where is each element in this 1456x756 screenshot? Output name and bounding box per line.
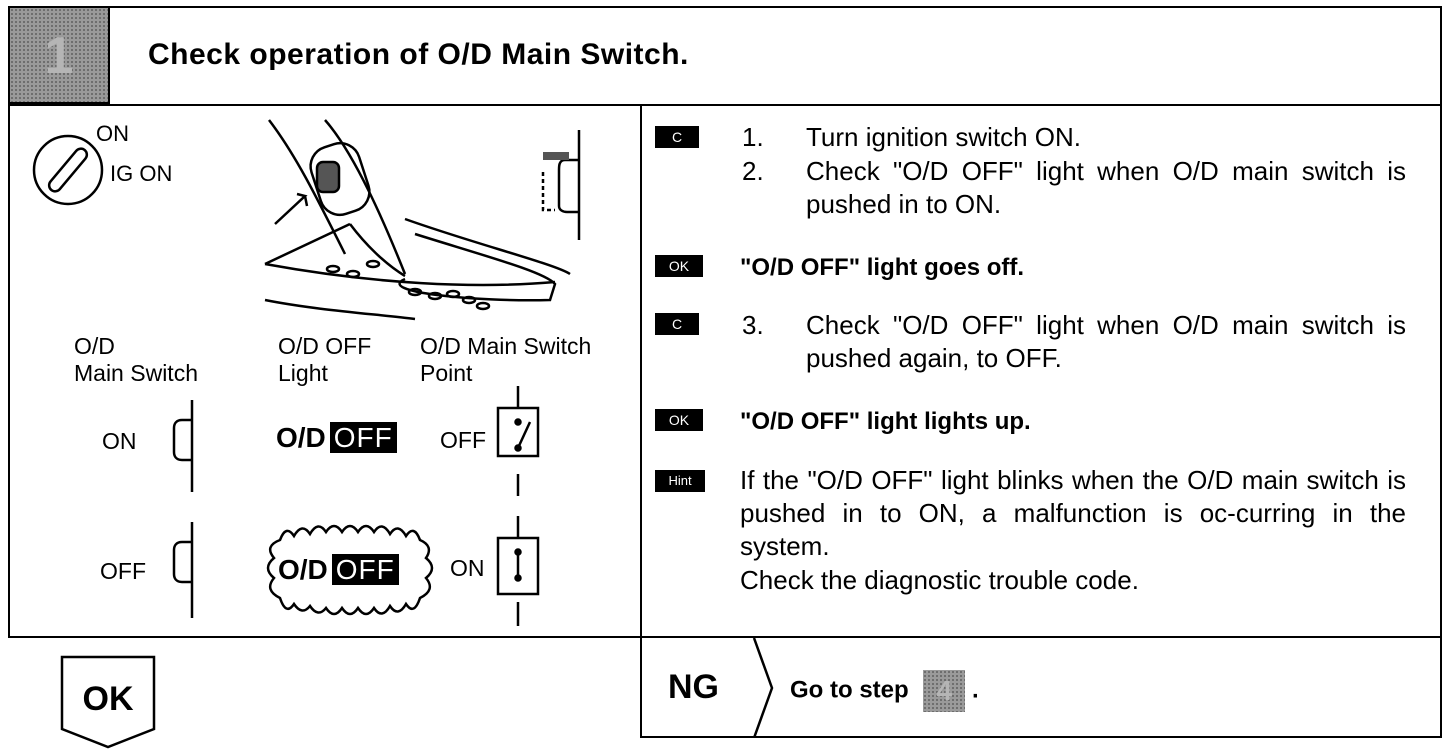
step-text-3: Check "O/D OFF" light when O/D main swit… <box>806 310 1406 373</box>
blink-burst-icon <box>266 524 434 616</box>
ng-chevron <box>752 638 774 738</box>
ok-label: OK <box>82 680 134 718</box>
step-number: 1 <box>44 27 74 85</box>
main-switch-off-icon <box>172 522 194 618</box>
tag-check-1: C <box>655 126 699 148</box>
goto-end: . <box>972 676 979 704</box>
ignition-ig-on-label: IG ON <box>110 161 173 186</box>
switch-point-closed-icon <box>496 516 540 626</box>
main-switch-on-icon <box>172 400 194 492</box>
tag-hint: Hint <box>655 470 705 492</box>
hint-text: If the "O/D OFF" light blinks when the O… <box>740 465 1406 561</box>
switch-point-open-icon <box>496 386 540 496</box>
step-num-3: 3. <box>742 310 764 340</box>
ok-arrow-box <box>60 655 156 749</box>
row-on-state-label: ON <box>102 428 137 454</box>
shift-lever-illustration <box>264 119 571 321</box>
row-off-point-label: ON <box>450 555 485 581</box>
header-box <box>8 6 1442 106</box>
ignition-key-icon <box>32 134 104 206</box>
tag-ok-1: OK <box>655 255 703 277</box>
row-on-point-label: OFF <box>440 427 486 453</box>
ignition-on-label: ON <box>96 121 129 146</box>
step-num-2: 2. <box>742 156 764 186</box>
goto-step: Go to step 4 . <box>790 670 979 712</box>
col-header-off-light: O/D OFF Light <box>278 333 372 386</box>
step-text-1: Turn ignition switch ON. <box>806 122 1082 152</box>
goto-text: Go to step <box>790 676 909 704</box>
ng-panel <box>640 636 1442 738</box>
col-header-main-switch: O/D Main Switch <box>74 333 198 386</box>
result-text-2: "O/D OFF" light lights up. <box>740 408 1031 435</box>
goto-step-badge: 4 <box>923 670 966 712</box>
tag-ok-2: OK <box>655 409 703 431</box>
row-off-state-label: OFF <box>100 558 146 584</box>
step-number-badge: 1 <box>10 8 110 104</box>
switch-detail-illustration <box>541 130 581 240</box>
result-text-1: "O/D OFF" light goes off. <box>740 254 1025 281</box>
col-header-switch-point: O/D Main Switch Point <box>420 333 592 386</box>
step-text-2: Check "O/D OFF" light when O/D main swit… <box>806 156 1406 219</box>
page-title: Check operation of O/D Main Switch. <box>148 38 689 71</box>
step-num-1: 1. <box>742 122 764 152</box>
hint-text-2: Check the diagnostic trouble code. <box>740 565 1139 595</box>
ng-label: NG <box>668 668 719 706</box>
tag-check-2: C <box>655 313 699 335</box>
